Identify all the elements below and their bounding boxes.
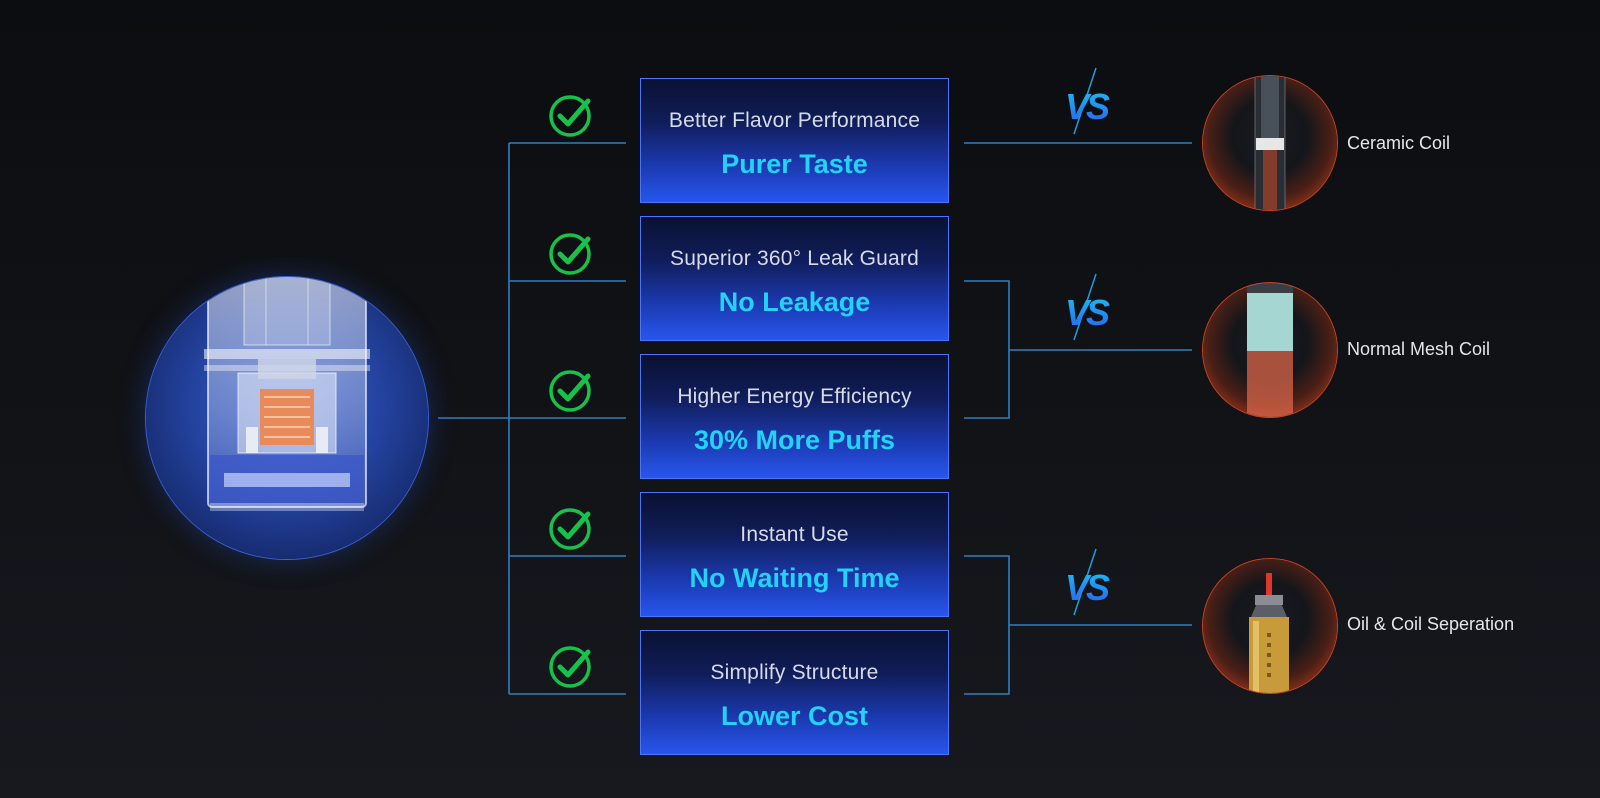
separated-coil-illustration [1203,559,1337,693]
check-circle-icon [547,229,595,277]
feature-box-leak-guard: Superior 360° Leak Guard No Leakage [640,216,949,341]
coil-label-mesh: Normal Mesh Coil [1347,339,1491,359]
feature-box-efficiency: Higher Energy Efficiency 30% More Puffs [640,354,949,479]
feature-subtitle: Instant Use [740,523,849,546]
compare-bracket-2 [964,280,1010,419]
vs-text: VS [1065,86,1110,127]
feature-title: Lower Cost [720,701,868,731]
feature-box-instant-use: Instant Use No Waiting Time [640,492,949,617]
feature-title: No Leakage [718,287,871,317]
feature-subtitle: Better Flavor Performance [668,109,921,132]
coil-label-separation: Oil & Coil Seperation [1347,614,1515,634]
feature-subtitle: Higher Energy Efficiency [677,385,912,408]
check-circle-icon [547,91,595,139]
feature-title: 30% More Puffs [693,425,896,455]
feature-box-structure: Simplify Structure Lower Cost [640,630,949,755]
feature-title: No Waiting Time [689,563,900,593]
check-circle-icon [547,642,595,690]
compare-bracket-3 [964,555,1010,695]
vs-mark: VS [1062,66,1113,136]
vs-mark: VS [1062,547,1113,617]
feature-subtitle: Superior 360° Leak Guard [669,247,920,270]
mesh-coil-illustration [1203,283,1337,417]
vs-text: VS [1065,292,1110,333]
vs-mark: VS [1062,272,1113,342]
feature-title: Purer Taste [721,149,868,179]
feature-box-flavor: Better Flavor Performance Purer Taste [640,78,949,203]
feature-subtitle: Simplify Structure [710,661,879,684]
ceramic-coil-illustration [1203,76,1337,210]
check-circle-icon [547,504,595,552]
check-circle-icon [547,366,595,414]
vs-text: VS [1065,567,1110,608]
coil-label-ceramic: Ceramic Coil [1347,133,1451,153]
pod-cartridge-illustration [146,277,428,559]
